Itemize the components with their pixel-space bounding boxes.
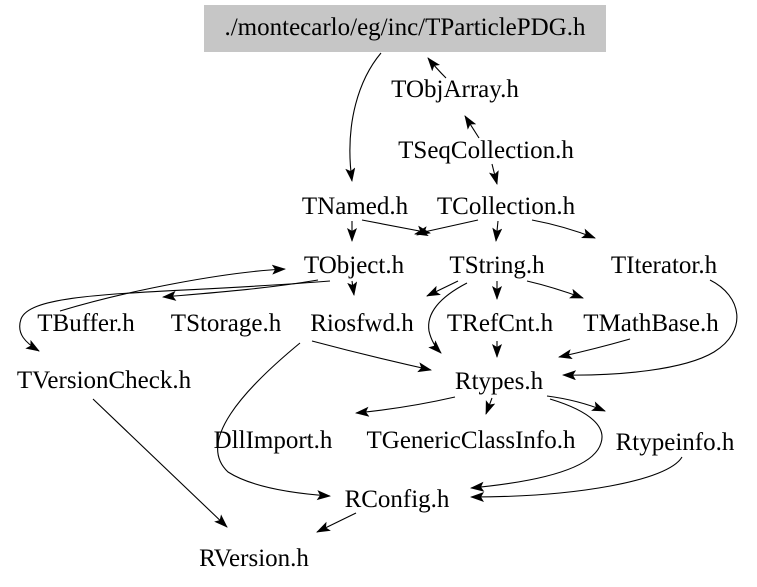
node-tobject[interactable]: TObject.h [303, 251, 405, 279]
node-tseqcollection[interactable]: TSeqCollection.h [398, 136, 574, 164]
node-rconfig[interactable]: RConfig.h [344, 485, 450, 513]
root-node-label: ./montecarlo/eg/inc/TParticlePDG.h [224, 14, 586, 42]
node-dllimport[interactable]: DllImport.h [213, 426, 333, 454]
node-tgenericclassinfo[interactable]: TGenericClassInfo.h [366, 426, 576, 454]
node-riosfwd[interactable]: Riosfwd.h [310, 309, 414, 337]
node-rtypes[interactable]: Rtypes.h [454, 367, 544, 395]
node-tparticlepdg-root: ./montecarlo/eg/inc/TParticlePDG.h [204, 5, 606, 52]
node-tbuffer[interactable]: TBuffer.h [37, 309, 135, 337]
node-tobjarray[interactable]: TObjArray.h [391, 75, 519, 103]
node-tversioncheck[interactable]: TVersionCheck.h [16, 366, 192, 394]
node-rtypeinfo[interactable]: Rtypeinfo.h [615, 428, 735, 456]
node-tcollection[interactable]: TCollection.h [436, 192, 576, 220]
node-tstring[interactable]: TString.h [449, 251, 545, 279]
node-trefcnt[interactable]: TRefCnt.h [446, 309, 554, 337]
node-tmathbase[interactable]: TMathBase.h [583, 309, 719, 337]
node-titerator[interactable]: TIterator.h [610, 251, 718, 279]
node-tnamed[interactable]: TNamed.h [301, 192, 409, 220]
edge-arrows [19, 52, 738, 533]
node-rversion[interactable]: RVersion.h [199, 544, 309, 572]
node-tstorage[interactable]: TStorage.h [170, 309, 282, 337]
